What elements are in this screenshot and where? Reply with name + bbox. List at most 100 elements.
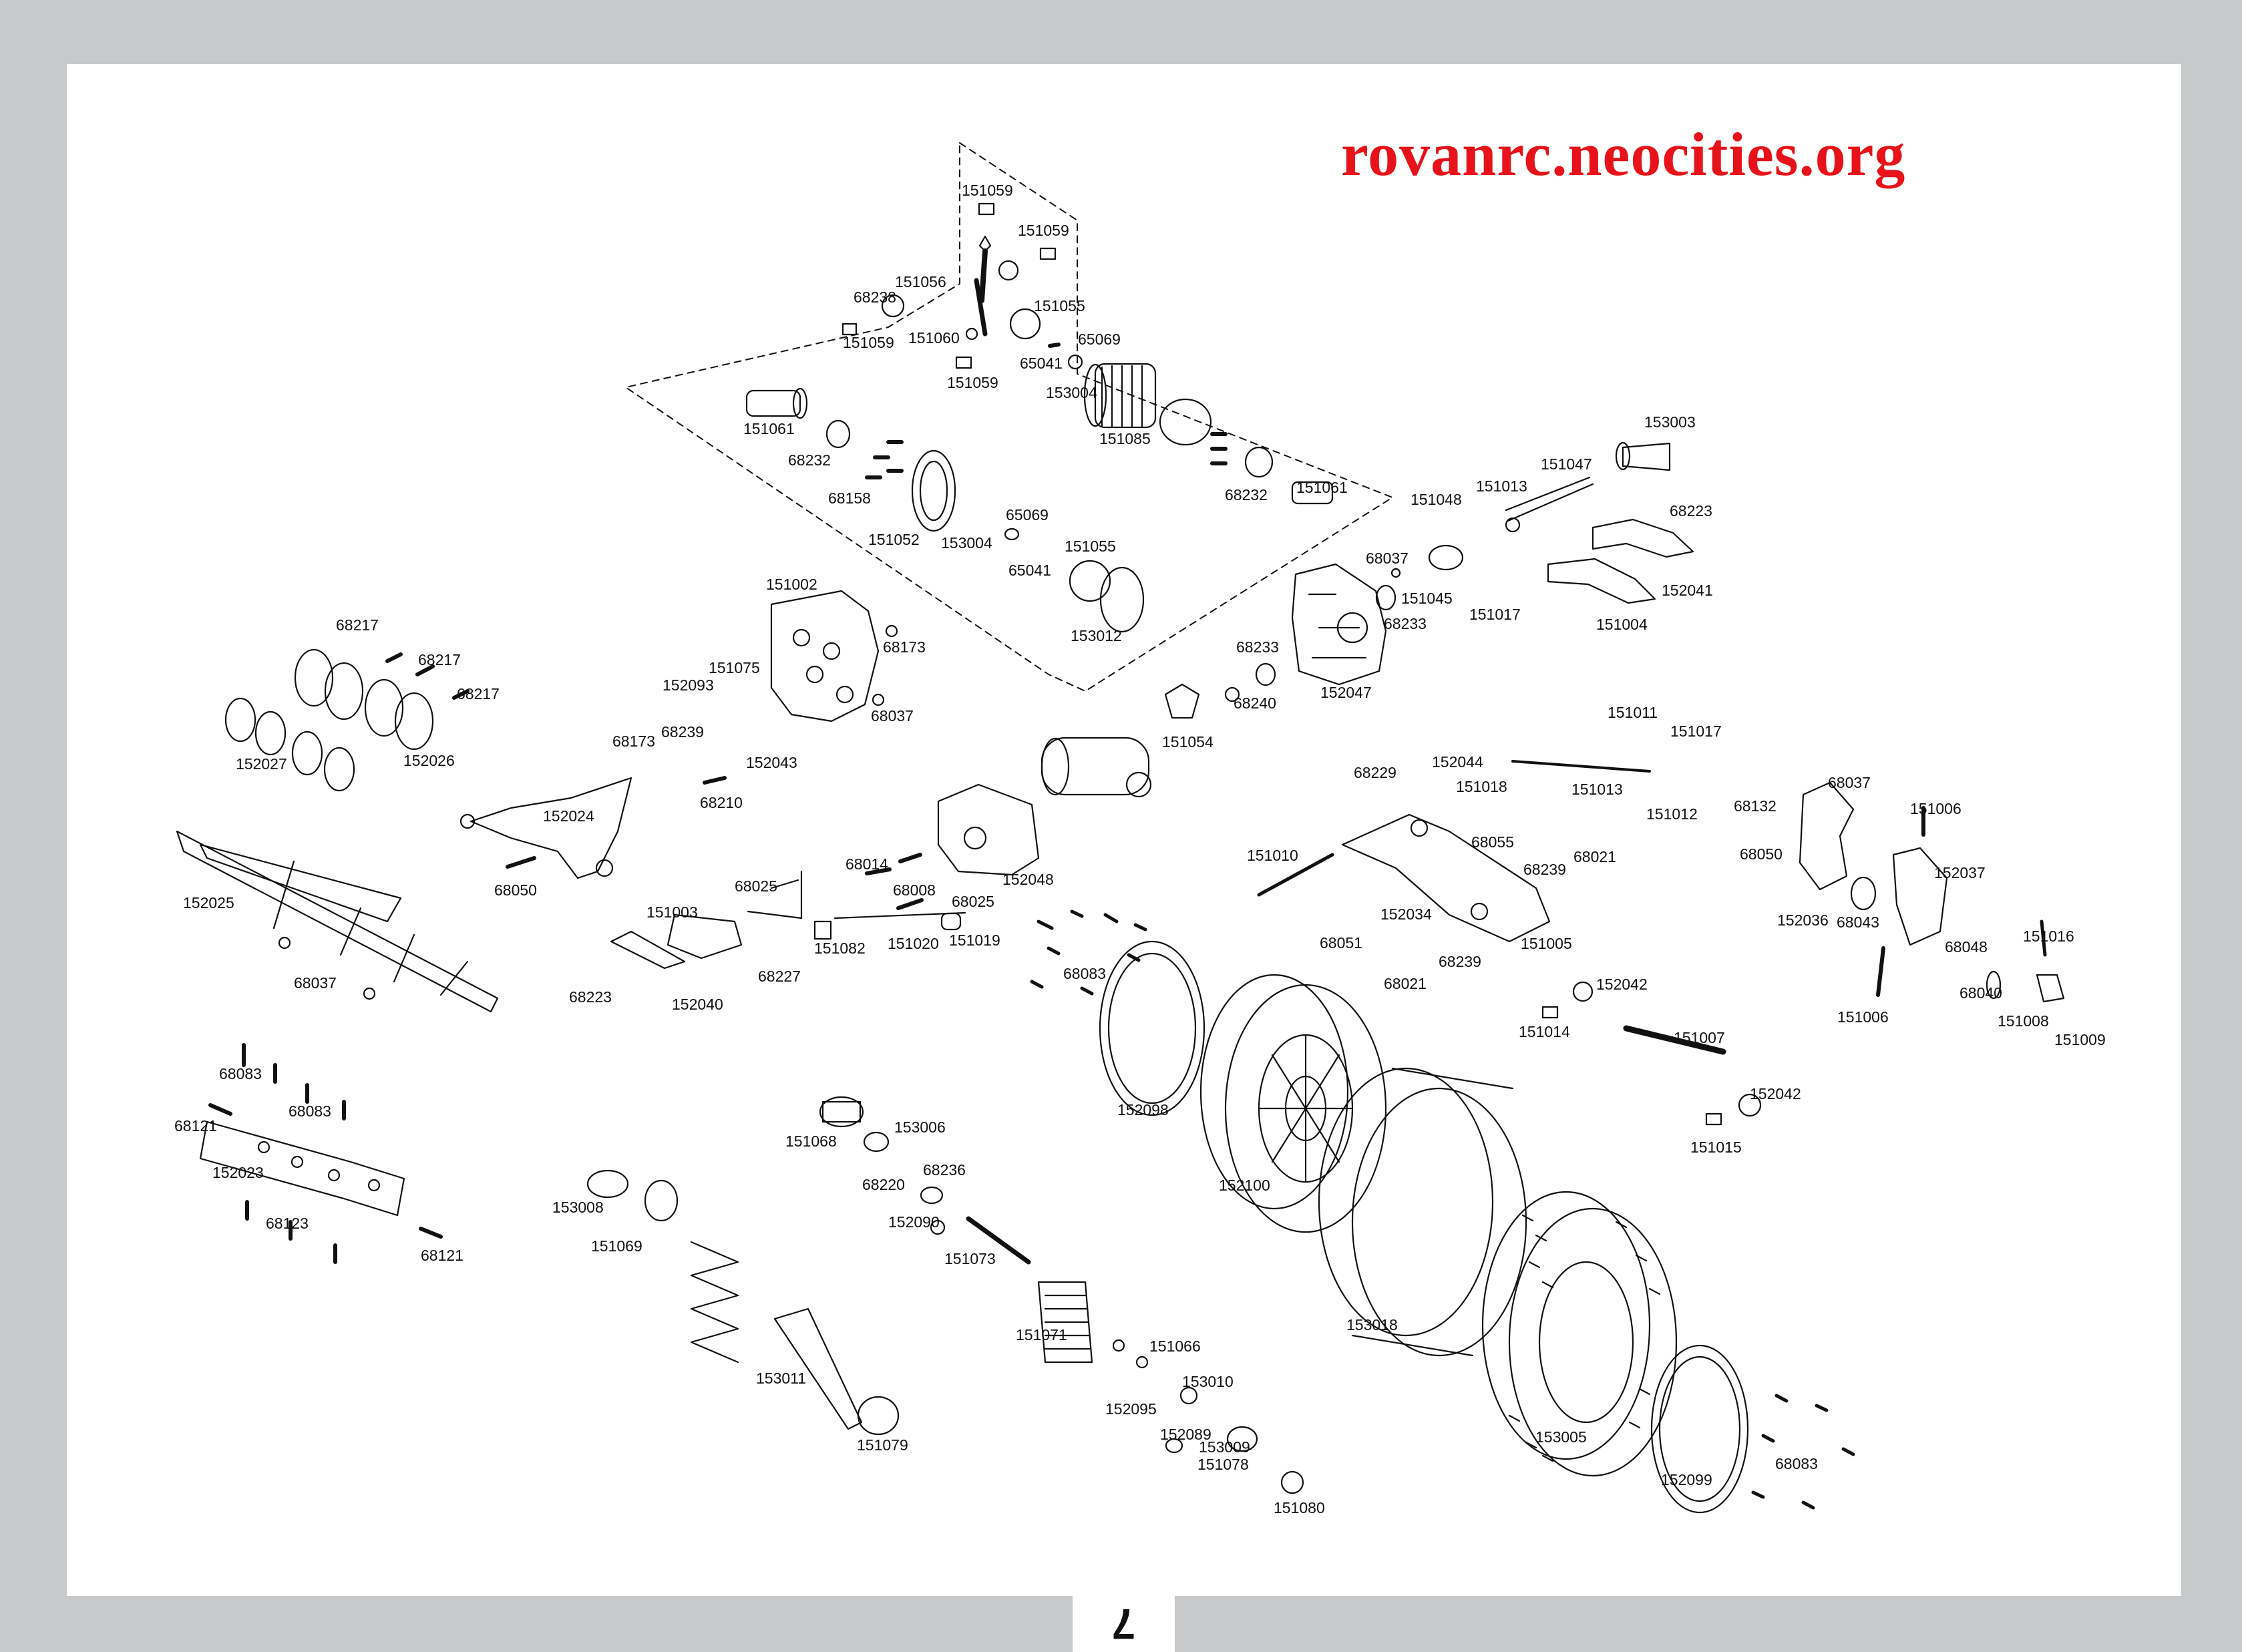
part-number-label: 68220 — [862, 1176, 905, 1193]
wheel-hubs — [224, 648, 434, 792]
part-number-label: 151017 — [1469, 606, 1521, 623]
part-number-label: 152044 — [1432, 753, 1483, 771]
part-number-label: 152098 — [1117, 1101, 1169, 1118]
part-number-label: 151068 — [785, 1132, 837, 1150]
part-number-label: 68239 — [1439, 953, 1481, 970]
part-number-label: 68121 — [174, 1117, 217, 1134]
part-number-label: 65069 — [1078, 331, 1121, 348]
diff-screws — [865, 432, 1228, 479]
wheel-rim — [1199, 974, 1387, 1233]
part-number-label: 151061 — [1296, 479, 1348, 496]
part-number-label: 151011 — [1608, 704, 1658, 721]
part-number-label: 68083 — [289, 1102, 331, 1120]
part-number-label: 151007 — [1674, 1029, 1725, 1046]
part-number-label: 68240 — [1234, 694, 1276, 712]
part-number-label: 68021 — [1384, 975, 1427, 992]
upper-brace — [1547, 518, 1694, 604]
part-number-label: 151012 — [1646, 805, 1698, 823]
part-number-label: 68238 — [854, 288, 896, 306]
part-number-label: 68025 — [735, 877, 777, 895]
part-number-label: 68050 — [1740, 845, 1783, 863]
skid-plate-screws — [208, 1043, 443, 1264]
part-number-label: 152042 — [1750, 1085, 1801, 1102]
beadlock-ring-front — [1099, 940, 1205, 1116]
part-number-label: 151059 — [1018, 222, 1069, 239]
part-number-label: 68037 — [1366, 550, 1409, 567]
front-diff-case — [1041, 737, 1152, 798]
part-number-label: 65041 — [1008, 562, 1051, 579]
part-number-label: 151047 — [1541, 455, 1592, 473]
part-number-label: 153010 — [1182, 1373, 1234, 1390]
part-number-label: 151005 — [1521, 935, 1572, 952]
page-number-tab — [1073, 1596, 1175, 1652]
part-number-label: 152093 — [663, 676, 714, 694]
part-number-label: 153004 — [1046, 384, 1097, 401]
front-bumper — [176, 830, 499, 1013]
part-number-label: 151019 — [949, 932, 1000, 949]
part-number-label: 152023 — [212, 1164, 264, 1181]
turnbuckle — [1541, 981, 1762, 1126]
part-number-label: 68232 — [1225, 486, 1268, 503]
differential-group-outline — [625, 142, 1393, 692]
part-number-label: 152041 — [1662, 582, 1713, 599]
part-number-label: 151045 — [1401, 590, 1453, 607]
beadlock-ring-rear — [1650, 1344, 1749, 1514]
part-number-label: 152025 — [183, 894, 234, 911]
part-number-label: 68025 — [952, 893, 994, 910]
part-number-label: 68083 — [219, 1065, 262, 1082]
part-number-label: 68173 — [883, 638, 926, 656]
part-number-label: 151018 — [1456, 778, 1507, 795]
part-number-label: 151048 — [1411, 491, 1462, 508]
wheel-nut-screws — [1030, 909, 1855, 1510]
part-number-label: 68050 — [494, 881, 537, 899]
part-number-label: 153004 — [941, 534, 992, 552]
part-number-label: 151061 — [743, 420, 795, 437]
part-number-label: 151006 — [1910, 800, 1961, 817]
part-number-label: 151020 — [888, 935, 939, 952]
part-number-label: 152099 — [1661, 1471, 1712, 1488]
part-number-label: 151004 — [1596, 616, 1648, 633]
rear-pinion — [1164, 683, 1240, 719]
part-number-label: 68008 — [893, 881, 936, 899]
part-number-label: 68233 — [1384, 615, 1427, 632]
part-number-label: 68043 — [1837, 913, 1879, 931]
part-number-label: 152042 — [1596, 976, 1648, 993]
diff-case — [1083, 363, 1334, 505]
part-number-label: 151008 — [1998, 1012, 2049, 1030]
part-number-label: 68210 — [700, 794, 743, 811]
part-number-label: 152036 — [1777, 911, 1829, 929]
part-number-label: 152024 — [543, 807, 594, 825]
front-skid-plate — [199, 1120, 405, 1217]
part-number-label: 68158 — [828, 489, 871, 507]
part-number-label: 151055 — [1065, 538, 1116, 555]
front-upper-arm — [459, 777, 632, 879]
part-number-label: 153003 — [1644, 413, 1696, 431]
part-number-label: 153011 — [756, 1370, 806, 1387]
part-number-label: 151059 — [962, 182, 1013, 199]
part-number-label: 151080 — [1274, 1499, 1325, 1516]
part-number-label: 68217 — [336, 616, 379, 634]
part-number-label: 151079 — [857, 1436, 908, 1454]
part-number-label: 151010 — [1247, 847, 1298, 864]
tire-slick — [1318, 1067, 1527, 1357]
part-number-label: 152037 — [1934, 864, 1986, 881]
spider-gear-parts — [842, 202, 1083, 370]
part-number-label: 151060 — [908, 329, 960, 347]
part-number-label: 151075 — [709, 659, 760, 676]
rear-lower-arm — [1341, 813, 1551, 943]
part-number-label: 68037 — [1828, 774, 1871, 791]
watermark-url: rovanrc.neocities.org — [1341, 120, 1906, 188]
part-number-label: 152043 — [746, 754, 797, 771]
part-number-label: 151052 — [868, 531, 920, 548]
part-number-label: 68083 — [1775, 1455, 1818, 1472]
part-number-label: 152047 — [1320, 684, 1372, 701]
part-number-label: 68229 — [1354, 764, 1396, 781]
part-number-label: 65069 — [1006, 506, 1049, 524]
rear-hub-carrier — [1799, 781, 2065, 1003]
part-number-label: 68236 — [923, 1161, 966, 1179]
diff-cup-left — [745, 387, 851, 449]
part-number-label: 153008 — [552, 1199, 604, 1216]
part-number-label: 68173 — [612, 733, 655, 750]
part-number-label: 68123 — [266, 1215, 309, 1232]
